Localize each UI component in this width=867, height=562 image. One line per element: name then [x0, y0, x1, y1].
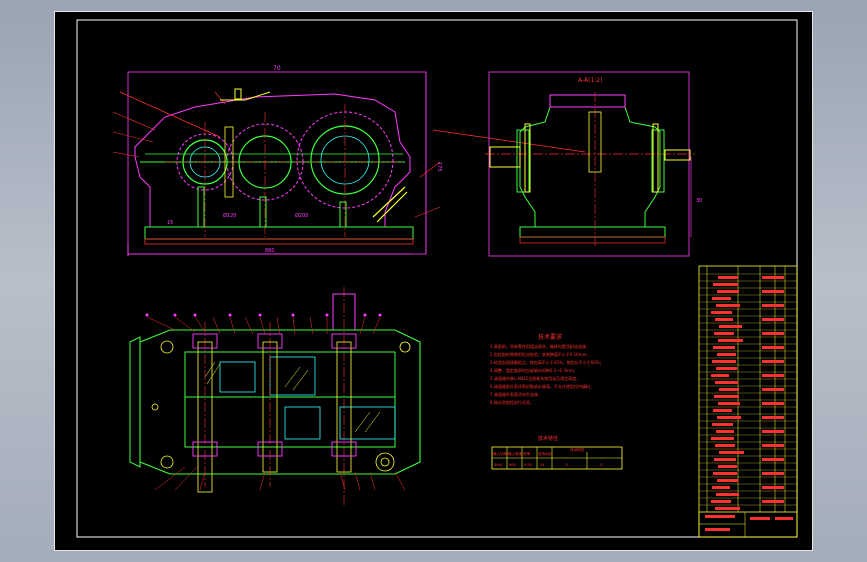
note-line-7: 7.减速器外表面涂灰色油漆； — [490, 391, 542, 397]
note-line-8: 8.按试验规程进行试验。 — [490, 399, 534, 405]
notes-title: 技术要求 — [538, 333, 562, 341]
spec-value-power: 3kW — [494, 463, 502, 467]
side-view: A-A(1:2) 30 — [485, 71, 702, 257]
note-line-3: 3.检验齿面接触斑点，按齿高不小于45%，按齿长不小于60%； — [490, 359, 604, 365]
spec-value-ratio: 24 — [540, 463, 545, 467]
spec-table-title: 技术特性 — [538, 435, 558, 442]
note-line-2: 2.齿轮副的侧隙用铅丝检验，其侧隙值不小于0.16mm； — [490, 351, 591, 357]
front-view: 70 Ø120 Ø200 175 15 880 — [112, 65, 586, 256]
note-line-6: 6.减速器剖分面涂密封胶或水玻璃，不允许使用任何填料； — [490, 383, 594, 389]
cad-drawing-sheet: 70 Ø120 Ø200 175 15 880 A-A(1:2) 30 — [54, 11, 813, 551]
dim-base: 15 — [167, 220, 173, 226]
dim-height: 175 — [436, 162, 442, 172]
spec-value-i1: i1 — [565, 463, 568, 467]
spec-header-speed: 输入转速 — [508, 451, 523, 456]
section-title: A-A(1:2) — [578, 77, 602, 84]
plan-housing — [139, 329, 421, 475]
dim-center-distance-2: Ø200 — [295, 212, 308, 219]
spec-header-efficiency: 效率 — [523, 451, 531, 456]
spec-header-transmission: 传动特性 — [570, 447, 585, 452]
dim-overall-length: 70 — [273, 65, 281, 72]
spec-table: 技术特性 输入功率 输入转速 效率 总传动比 传动特性 3kW 960 0.92… — [491, 435, 623, 470]
plan-view — [129, 287, 421, 507]
note-line-4: 4.调整、固定轴承时应留轴向间隙0.2~0.3mm； — [490, 367, 578, 373]
dim-length: 880 — [265, 248, 275, 254]
note-line-1: 1.装配前，所有零件用煤油清洗，箱体内壁涂耐油油漆； — [490, 343, 590, 349]
parts-list — [698, 265, 798, 538]
spec-value-i2: i2 — [600, 463, 603, 467]
cad-drawing-canvas: 70 Ø120 Ø200 175 15 880 A-A(1:2) 30 — [76, 19, 798, 538]
spec-header-power: 输入功率 — [493, 451, 508, 456]
side-dim-height: 30 — [696, 198, 702, 204]
spec-value-efficiency: 0.92 — [524, 463, 532, 467]
dim-center-distance-1: Ø120 — [223, 212, 236, 219]
technical-notes: 技术要求 1.装配前，所有零件用煤油清洗，箱体内壁涂耐油油漆； 2.齿轮副的侧隙… — [490, 333, 604, 405]
spec-header-ratio: 总传动比 — [538, 451, 553, 456]
note-line-5: 5.减速器内装L-AN32全损耗系统用油至规定高度； — [490, 375, 580, 381]
spec-value-speed: 960 — [509, 463, 517, 467]
